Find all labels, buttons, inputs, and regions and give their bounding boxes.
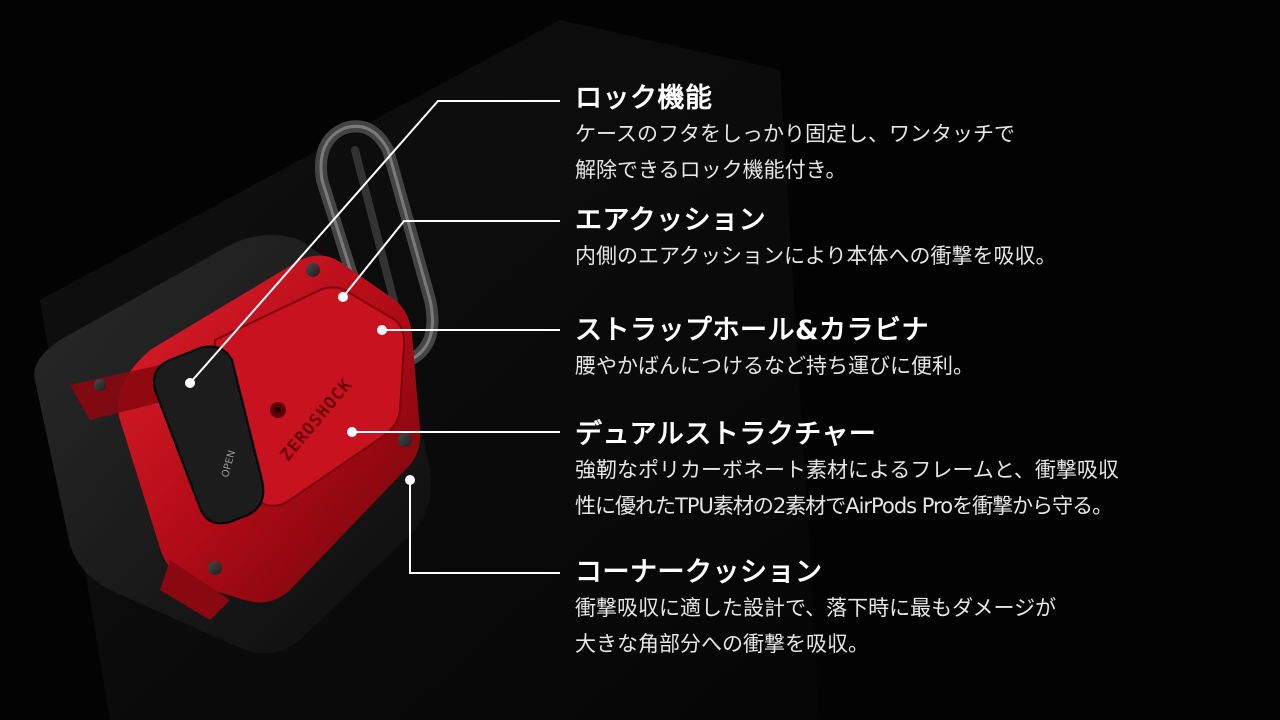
feature-lock: ロック機能 ケースのフタをしっかり固定し、ワンタッチで 解除できるロック機能付き… bbox=[575, 82, 1015, 188]
feature-corner-cushion: コーナークッション 衝撃吸収に適した設計で、落下時に最もダメージが 大きな角部分… bbox=[575, 556, 1056, 662]
feature-desc-line: 腰やかばんにつけるなど持ち運びに便利。 bbox=[575, 354, 974, 378]
feature-desc-line: 大きな角部分への衝撃を吸収。 bbox=[575, 632, 869, 656]
leader-line-corner bbox=[409, 480, 560, 574]
feature-desc-line: 強靭なポリカーボネート素材によるフレームと、衝撃吸収 bbox=[575, 458, 1119, 482]
lock-button: OPEN bbox=[153, 345, 265, 525]
leader-dot-lock bbox=[185, 378, 195, 388]
feature-title: ロック機能 bbox=[575, 83, 713, 114]
feature-title: デュアルストラクチャー bbox=[575, 419, 877, 450]
feature-desc-line: ケースのフタをしっかり固定し、ワンタッチで bbox=[575, 122, 1015, 146]
feature-title: ストラップホール&カラビナ bbox=[575, 315, 930, 346]
leader-dot-air-cushion bbox=[338, 292, 348, 302]
feature-title: コーナークッション bbox=[575, 557, 823, 588]
feature-desc-line: 内側のエアクッションにより本体への衝撃を吸収。 bbox=[575, 244, 1057, 268]
leader-dot-strap bbox=[377, 325, 387, 335]
feature-strap-hole: ストラップホール&カラビナ 腰やかばんにつけるなど持ち運びに便利。 bbox=[575, 314, 974, 384]
feature-desc-line: 衝撃吸収に適した設計で、落下時に最もダメージが bbox=[575, 596, 1057, 620]
leader-line-lock bbox=[189, 100, 560, 384]
leader-dot-dual-structure bbox=[347, 427, 357, 437]
leader-dot-corner bbox=[405, 475, 415, 485]
feature-desc-line: 性に優れたTPU素材の2素材でAirPods Proを衝撃から守る。 bbox=[575, 494, 1113, 518]
leader-line-air-cushion bbox=[342, 220, 560, 298]
feature-air-cushion: エアクッション 内側のエアクッションにより本体への衝撃を吸収。 bbox=[575, 204, 1057, 274]
feature-desc-line: 解除できるロック機能付き。 bbox=[575, 158, 847, 182]
feature-dual-structure: デュアルストラクチャー 強靭なポリカーボネート素材によるフレームと、衝撃吸収 性… bbox=[575, 418, 1119, 524]
feature-title: エアクッション bbox=[575, 205, 767, 236]
